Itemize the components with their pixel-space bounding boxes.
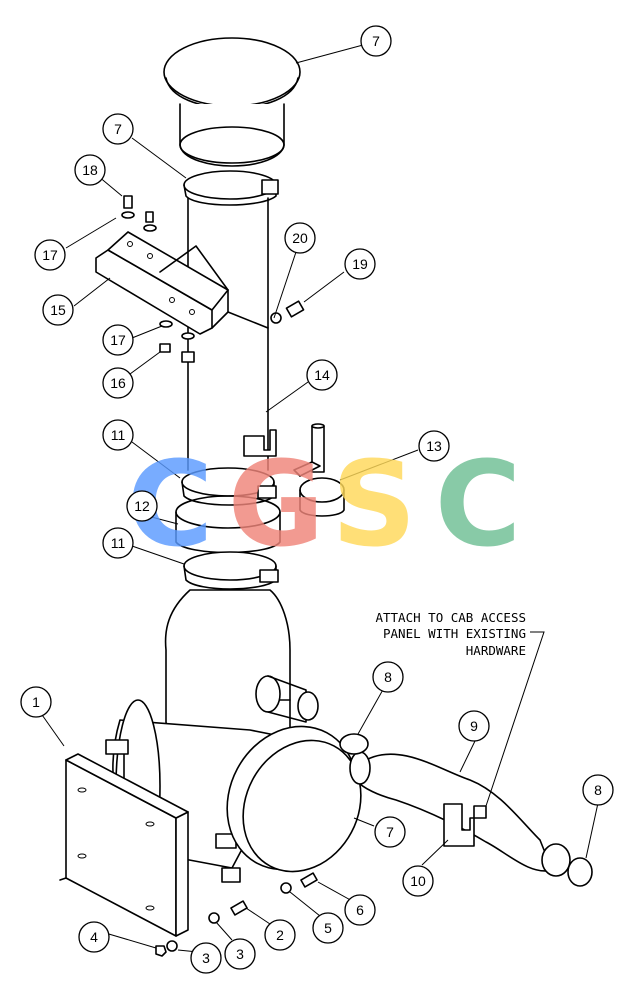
svg-text:1: 1: [32, 694, 40, 710]
svg-text:15: 15: [50, 302, 66, 318]
callout-3b: 3: [190, 942, 222, 974]
cgsc-watermark: C G S C: [127, 435, 522, 573]
callout-18: 18: [74, 154, 106, 186]
installation-note: ATTACH TO CAB ACCESS PANEL WITH EXISTING…: [375, 610, 526, 658]
callout-17-upper: 17: [34, 239, 66, 271]
callout-5: 5: [312, 912, 344, 944]
callout-9: 9: [458, 710, 490, 742]
callout-16: 16: [102, 367, 134, 399]
hose-support-bracket: [443, 803, 487, 847]
svg-text:12: 12: [134, 498, 150, 514]
svg-text:16: 16: [110, 375, 126, 391]
svg-text:17: 17: [110, 332, 126, 348]
svg-text:13: 13: [426, 438, 442, 454]
svg-text:14: 14: [314, 367, 330, 383]
callout-14: 14: [306, 359, 338, 391]
callout-11-lower: 11: [102, 527, 134, 559]
sensor-hardware: [270, 300, 305, 324]
note-line-1: ATTACH TO CAB ACCESS: [375, 610, 526, 625]
hose-clamp-outlet: [567, 857, 593, 887]
plate-hardware: [155, 872, 318, 957]
callout-19: 19: [344, 248, 376, 280]
hose-clamp-inlet: [339, 733, 369, 755]
tube-clamp-lower: [183, 551, 279, 590]
callout-20: 20: [284, 222, 316, 254]
indicator-bracket: [243, 429, 277, 457]
callout-2: 2: [264, 919, 296, 951]
svg-text:8: 8: [384, 669, 392, 685]
svg-text:19: 19: [352, 256, 368, 272]
svg-text:7: 7: [372, 33, 380, 49]
bracket-hardware: [121, 195, 195, 470]
callout-10: 10: [402, 865, 434, 897]
svg-text:10: 10: [410, 873, 426, 889]
callout-13: 13: [418, 430, 450, 462]
watermark-letter-g: G: [228, 435, 325, 573]
svg-text:9: 9: [470, 718, 478, 734]
svg-text:8: 8: [594, 782, 602, 798]
callout-bubbles: 1 2 3 3 4 5 6 7 7 7 8 8 9 10 11 11 12 13…: [20, 25, 614, 974]
end-cover: [226, 725, 362, 873]
svg-text:2: 2: [276, 927, 284, 943]
note-line-3: HARDWARE: [466, 643, 526, 658]
callout-8-outlet: 8: [582, 774, 614, 806]
restriction-indicator: [293, 423, 345, 517]
svg-text:3: 3: [236, 946, 244, 962]
watermark-letter-s: S: [332, 435, 417, 573]
svg-text:4: 4: [90, 929, 98, 945]
mounting-plate: [59, 753, 189, 937]
callout-12: 12: [126, 490, 158, 522]
svg-text:6: 6: [356, 902, 364, 918]
precleaner-cap: [163, 37, 301, 167]
svg-text:18: 18: [82, 162, 98, 178]
callout-4: 4: [78, 921, 110, 953]
svg-text:20: 20: [292, 230, 308, 246]
callout-6: 6: [344, 894, 376, 926]
watermark-letter-c2: C: [435, 435, 522, 573]
svg-text:11: 11: [111, 535, 126, 551]
svg-text:7: 7: [114, 121, 122, 137]
callout-7-cover: 7: [374, 816, 406, 848]
callout-7-top: 7: [360, 25, 392, 57]
callout-8-inlet: 8: [372, 661, 404, 693]
callout-15: 15: [42, 294, 74, 326]
upper-band-clamp: [183, 170, 279, 206]
callout-11-upper: 11: [102, 419, 134, 451]
svg-text:17: 17: [42, 247, 58, 263]
tube-clamp-upper: [181, 467, 277, 506]
note-line-2: PANEL WITH EXISTING: [383, 626, 526, 641]
callout-1: 1: [20, 686, 52, 718]
mounting-bracket: [95, 231, 269, 335]
svg-text:11: 11: [111, 427, 126, 443]
leader-lines: [39, 44, 599, 953]
callout-7-clamp: 7: [102, 113, 134, 145]
callout-17-lower: 17: [102, 324, 134, 356]
svg-text:3: 3: [202, 950, 210, 966]
callout-3: 3: [224, 938, 256, 970]
svg-text:5: 5: [324, 920, 332, 936]
svg-text:7: 7: [386, 824, 394, 840]
